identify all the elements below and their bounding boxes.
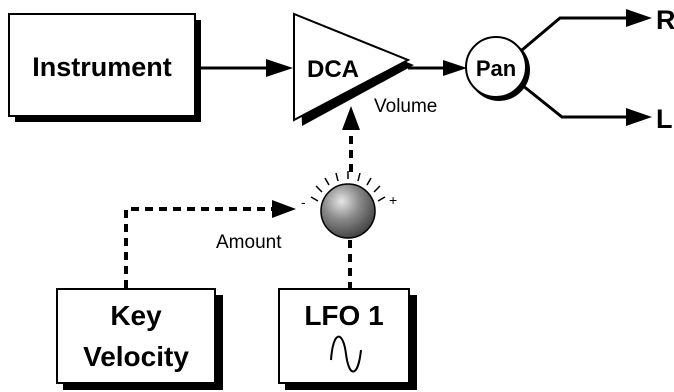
- knob-to-dca-mod-line: [342, 106, 360, 172]
- lfo-block: LFO 1: [278, 288, 417, 390]
- instrument-label: Instrument: [32, 52, 172, 82]
- amount-knob[interactable]: - +: [301, 171, 397, 239]
- knob-icon[interactable]: [320, 183, 376, 239]
- right-output-arrow: [521, 9, 652, 52]
- instrument-block: Instrument: [8, 13, 201, 122]
- pan-circle: [465, 36, 527, 98]
- left-output-arrow: [521, 83, 652, 126]
- left-output-label: L: [656, 104, 673, 134]
- pan-node: Pan: [465, 36, 530, 101]
- instrument-to-dca-arrow: [201, 59, 293, 77]
- dca-to-pan-arrow: [408, 60, 467, 76]
- lfo-frame: [278, 288, 410, 384]
- dca-label: DCA: [307, 56, 359, 83]
- dca-amplifier: DCA: [293, 12, 414, 126]
- dca-triangle: [293, 12, 411, 122]
- knob-tick-marks: [310, 171, 386, 202]
- right-output-label: R: [656, 5, 674, 35]
- amount-label: Amount: [216, 232, 282, 253]
- velocity-to-knob-mod-line: [124, 200, 296, 288]
- lfo-label: LFO 1: [304, 300, 383, 331]
- sine-wave-icon: [330, 335, 362, 373]
- pan-label: Pan: [476, 56, 516, 81]
- knob-minus-label: -: [301, 194, 306, 210]
- key-velocity-label-line1: Key: [110, 300, 162, 331]
- key-velocity-block: Key Velocity: [56, 288, 223, 390]
- key-velocity-label-line2: Velocity: [83, 341, 189, 372]
- knob-plus-label: +: [389, 192, 397, 208]
- volume-label: Volume: [374, 96, 437, 117]
- instrument-block-frame: [8, 13, 196, 117]
- key-velocity-frame: [56, 288, 216, 384]
